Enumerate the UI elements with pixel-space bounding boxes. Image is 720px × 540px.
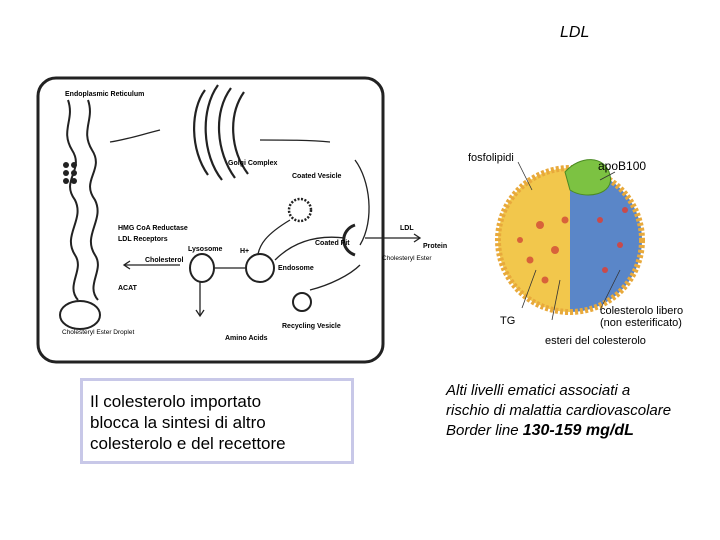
pathway-arrows [109, 129, 422, 318]
free-cholesterol-molecules [597, 207, 628, 273]
phospholipid-layer [495, 165, 645, 315]
cholesterol-label: Cholesterol [145, 257, 184, 264]
ldl-title: LDL [560, 24, 590, 41]
apob-label: apoB100 [598, 159, 647, 173]
summary-line-2: blocca la sintesi di altro [90, 413, 266, 432]
golgi-label: Golgi Complex [228, 160, 278, 167]
er-label: Endoplasmic Reticulum [65, 91, 144, 98]
lysosome-shape [189, 253, 215, 283]
coated-vesicle-label: Coated Vesicle [292, 173, 342, 180]
golgi-complex-shape [193, 84, 249, 181]
particle-surface-section [570, 168, 642, 312]
coated-pit-label: Coated Pit [315, 240, 350, 247]
endosome-shape [245, 253, 275, 283]
ester-label: Cholesteryl Ester [382, 255, 432, 262]
risk-line-3: Border line 130-159 mg/dL [446, 421, 716, 441]
hmg-label: HMG CoA Reductase [118, 225, 188, 232]
er-shape [66, 99, 79, 301]
endosome-label: Endosome [278, 265, 314, 272]
cell-membrane [36, 76, 385, 364]
summary-line-3: colesterolo e del recettore [90, 434, 286, 453]
recycling-vesicle-shape [292, 292, 312, 312]
risk-line-2: rischio di malattia cardiovascolare [446, 402, 672, 419]
summary-box: Il colesterolo importato blocca la sinte… [80, 378, 354, 464]
ldl-receptors-label: LDL Receptors [118, 236, 168, 243]
ribosome-dots [63, 162, 77, 184]
lysosome-label: Lysosome [188, 246, 222, 253]
ldl-cell-label: LDL [400, 225, 414, 232]
recycling-label: Recycling Vesicle [282, 323, 341, 330]
phospholipids-label: fosfolipidi [468, 152, 514, 164]
risk-text: Alti livelli ematici associati a rischio… [446, 381, 716, 441]
cholesterol-ester-molecules [517, 216, 569, 284]
protein-label: Protein [423, 243, 447, 250]
esters-label: esteri del colesterolo [545, 335, 646, 347]
coated-vesicle-shape [287, 197, 313, 223]
coated-pit-shape [342, 223, 356, 257]
acat-label: ACAT [118, 285, 138, 292]
cell-endocytosis-diagram: Endoplasmic Reticulum Golgi Complex Coat… [36, 76, 447, 364]
tg-label: TG [500, 315, 516, 327]
free-cholesterol-label: colesterolo libero (non esterificato) [600, 305, 684, 329]
ldl-particle-illustration [495, 159, 645, 320]
border-prefix: Border line [446, 422, 523, 439]
amino-acids-label: Amino Acids [225, 335, 268, 342]
border-value: 130-159 mg/dL [522, 422, 634, 439]
risk-line-1: Alti livelli ematici associati a [446, 382, 631, 399]
droplet-label: Cholesteryl Ester Droplet [62, 329, 134, 336]
cholesteryl-droplet-shape [59, 300, 101, 330]
summary-line-1: Il colesterolo importato [90, 392, 262, 411]
h-plus-label: H+ [240, 248, 249, 255]
